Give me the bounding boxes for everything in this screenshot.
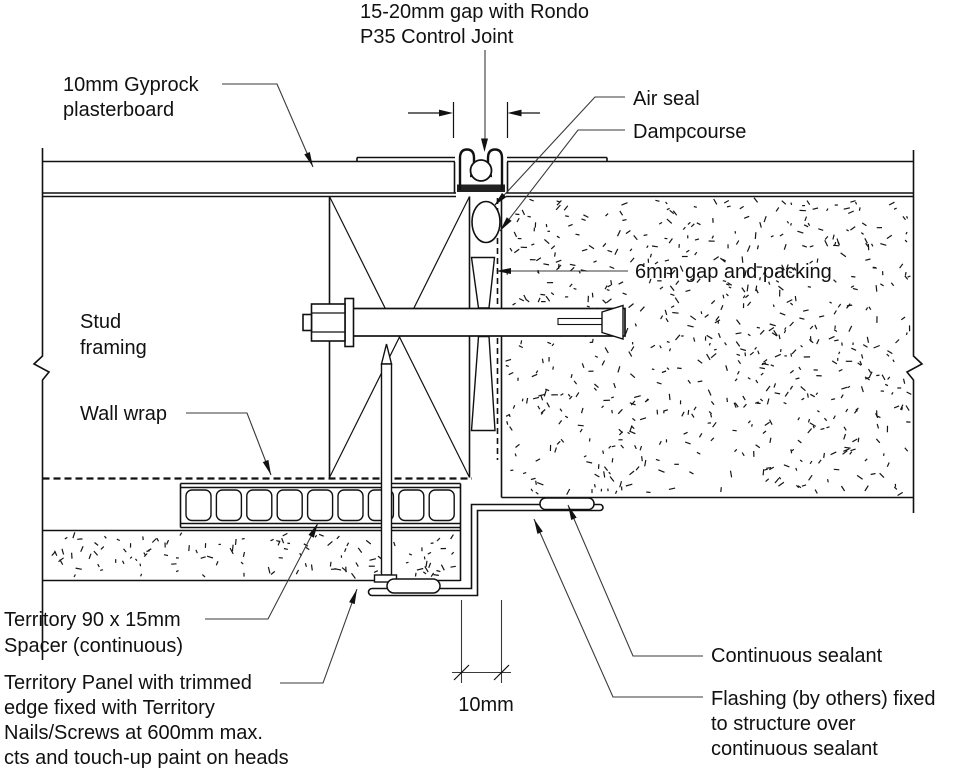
nail-tip	[380, 343, 393, 365]
spacer-shape	[179, 482, 461, 529]
sealant-bead-under-panel	[386, 578, 441, 594]
arrowhead-flashing	[534, 519, 543, 534]
left-boundary-with-break	[32, 148, 51, 660]
dimension-arrowhead-right	[507, 109, 522, 117]
panel-edges	[42, 483, 462, 582]
plasterboard-end-caps	[453, 162, 509, 193]
masonry-hatch	[504, 197, 912, 497]
flashing-inner-face	[372, 509, 600, 597]
arrowhead-gap-packing	[496, 268, 511, 274]
control-joint-bead	[469, 159, 493, 182]
bolt-washer	[344, 297, 355, 348]
wall-outline	[32, 148, 924, 660]
arrowhead-dampcourse	[500, 217, 512, 231]
stud-framing-label-line2: framing	[80, 337, 147, 359]
packing-wedge-lower	[470, 335, 496, 432]
arrowhead-continuous-sealant	[568, 505, 577, 520]
flashing-left-cap	[367, 587, 373, 597]
bolt-hex-head	[310, 303, 346, 342]
leader-wall-wrap	[186, 412, 272, 476]
leader-flashing	[533, 518, 703, 698]
control-joint-base	[457, 184, 505, 192]
plasterboard-label-line1: 10mm Gyprock	[63, 74, 200, 96]
flashing-label-line2: to structure over	[711, 713, 856, 735]
right-boundary-with-break	[905, 150, 924, 513]
panel-label-line1: Territory Panel with trimmed	[4, 672, 252, 694]
dimension-ticks	[452, 102, 509, 138]
plasterboard-bottom-lines	[42, 192, 914, 198]
sealant-shapes	[386, 497, 595, 594]
stud-cross-brace	[328, 196, 471, 478]
territory-panel-shape	[42, 483, 462, 582]
air-seal-shape	[471, 200, 501, 244]
arrowhead-wall-wrap	[262, 459, 271, 475]
flashing-label-line3: continuous sealant	[711, 738, 878, 760]
leader-dampcourse	[499, 129, 625, 232]
dimension-slash-ticks	[453, 664, 510, 681]
gap-dimension-bottom	[452, 600, 511, 683]
leader-panel	[280, 588, 358, 684]
dampcourse-label: Dampcourse	[633, 121, 746, 143]
gap-packing-label: 6mm gap and packing	[635, 261, 832, 283]
gap-dimension-top	[408, 50, 540, 152]
wall-wrap-label: Wall wrap	[80, 403, 167, 425]
arrowhead-panel	[349, 589, 357, 605]
spacer-label-line1: Territory 90 x 15mm	[4, 609, 181, 631]
anchor-sleeve	[557, 317, 603, 326]
flashing-right-cap	[599, 503, 604, 512]
spacer-cells	[185, 489, 455, 522]
panel-nail	[373, 343, 398, 583]
spacer-rails	[179, 482, 461, 529]
control-joint-note-arrowhead	[481, 138, 488, 152]
flashing-label-line1: Flashing (by others) fixed	[711, 688, 936, 710]
gap-and-packing	[470, 196, 914, 499]
panel-label-line2: edge fixed with Territory	[4, 697, 215, 719]
dimension-arrowhead-left	[439, 109, 453, 117]
nail-shaft	[380, 363, 393, 576]
leader-continuous-sealant	[567, 504, 703, 657]
panel-label-line4: cts and touch-up paint on heads	[4, 747, 289, 768]
leader-lines	[186, 83, 703, 698]
bolt-end	[302, 313, 313, 332]
control-joint-flanges	[356, 156, 608, 162]
extension-lines	[460, 600, 503, 683]
control-joint-note-line2: P35 Control Joint	[360, 26, 514, 48]
arrowhead-spacer	[308, 523, 318, 538]
air-seal-label: Air seal	[633, 88, 700, 110]
plasterboard-label-line2: plasterboard	[63, 99, 174, 121]
control-joint-shape	[356, 148, 608, 193]
arrowhead-air-seal	[494, 192, 507, 206]
annotation-text: 15-20mm gap with Rondo P35 Control Joint…	[4, 1, 936, 768]
masonry-anchor-bolt	[302, 297, 626, 348]
bolt-head-facets	[311, 312, 345, 333]
panel-label-line3: Nails/Screws at 600mm max.	[4, 722, 263, 744]
anchor-expansion-wedge	[601, 304, 624, 340]
control-joint-note-line1: 15-20mm gap with Rondo	[360, 1, 589, 23]
arrowhead-plasterboard	[304, 152, 313, 167]
leader-spacer	[205, 522, 319, 620]
territory-panel-hatch	[51, 532, 456, 579]
flashing-outer-face	[372, 503, 600, 590]
spacer-label-line2: Spacer (continuous)	[4, 635, 183, 657]
stud-framing-label-line1: Stud	[80, 311, 121, 333]
leader-plasterboard	[222, 83, 314, 168]
sealant-bead-under-masonry	[539, 497, 595, 511]
packing-wedge-upper	[470, 256, 496, 309]
continuous-sealant-label: Continuous sealant	[711, 645, 883, 667]
gap-dimension-label: 10mm	[458, 694, 514, 716]
leader-air-seal	[493, 96, 625, 207]
